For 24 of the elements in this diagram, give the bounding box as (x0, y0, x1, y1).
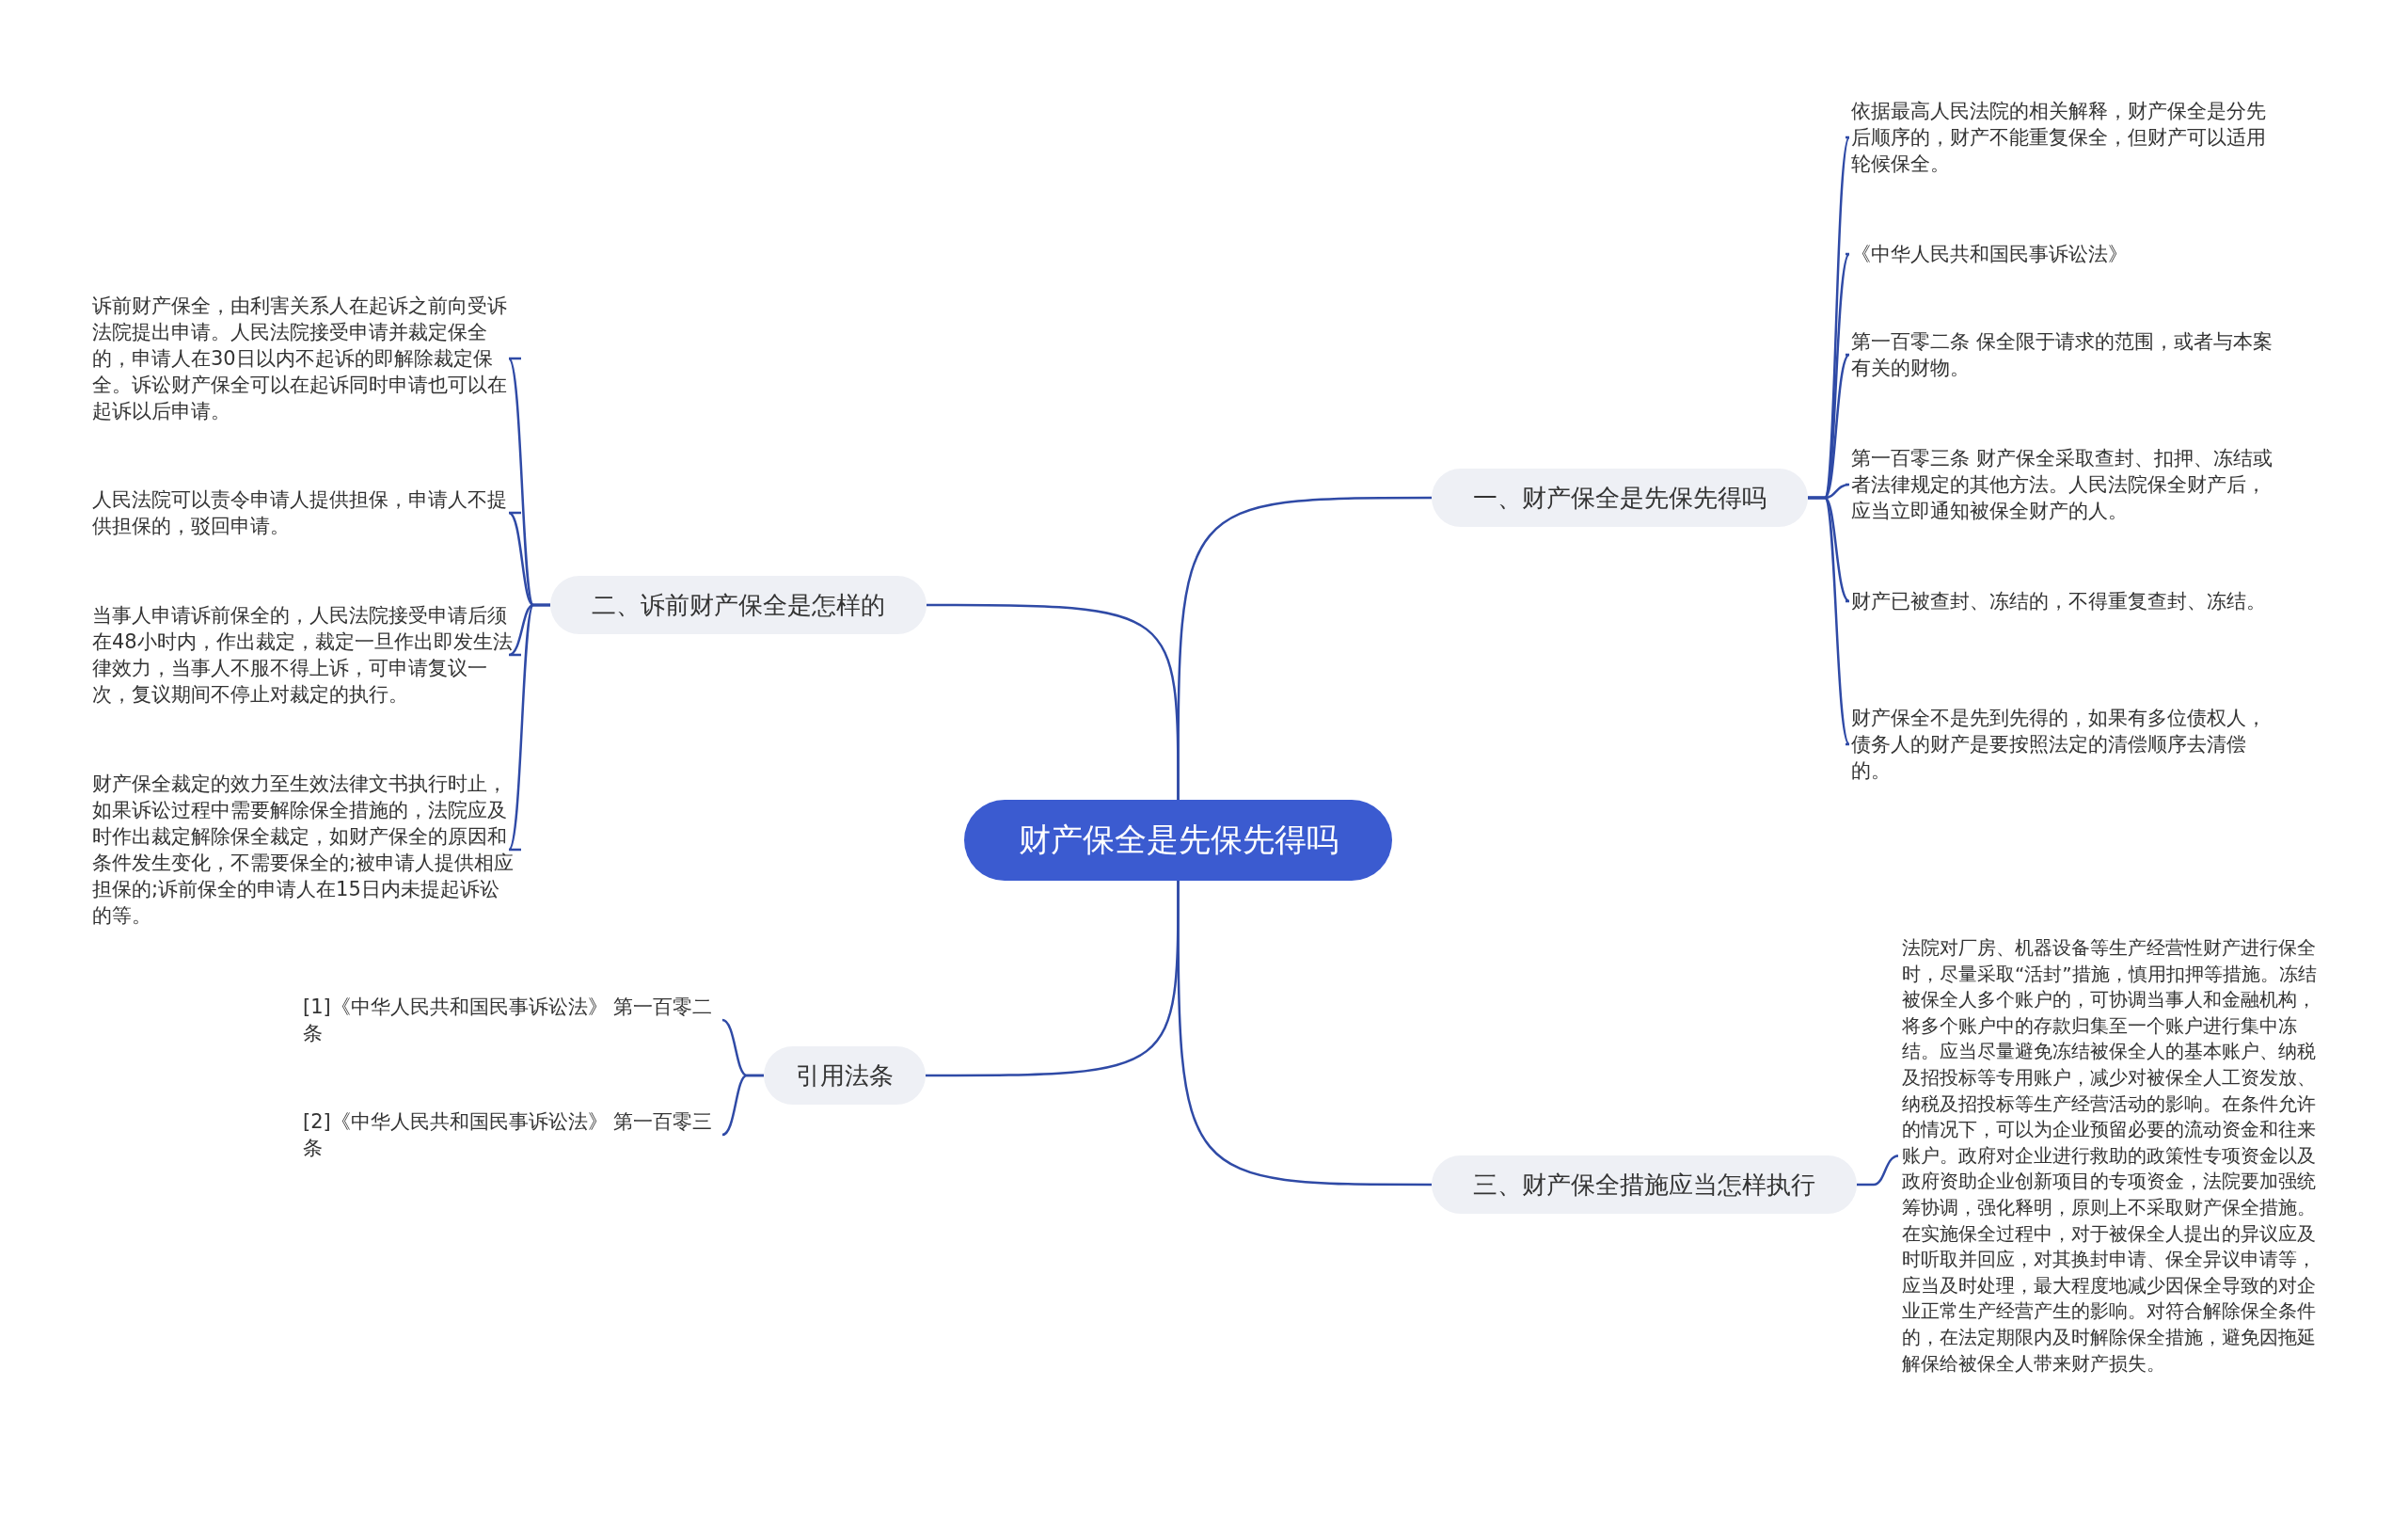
branch-topic: 三、财产保全措施应当怎样执行 (1432, 1155, 1857, 1214)
branch-topic: 一、财产保全是先保先得吗 (1432, 469, 1808, 527)
connector-line (721, 1074, 764, 1137)
topic-text: 第一百零三条 财产保全采取查封、扣押、冻结或者法律规定的其他方法。人民法院保全财产后，应当立即通知被保全财产的人。 (1851, 445, 2284, 524)
topic-text: [1]《中华人民共和国民事诉讼法》 第一百零二条 (303, 994, 717, 1046)
central-topic: 财产保全是先保先得吗 (964, 800, 1392, 881)
topic-text: 第一百零二条 保全限于请求的范围，或者与本案有关的财物。 (1851, 328, 2284, 381)
topic-text: 法院对厂房、机器设备等生产经营性财产进行保全时，尽量采取“活封”措施，慎用扣押等措施。冻结被保全人多个账户的，可协调当事人和金融机构，将多个账户中的存款归集至一个账户进行集中冻结。应当尽量避免冻结被保全人的基本账户、纳税及招投标等专用账户，减少对被保全人工资发放、纳税及招投标等生产经营活动的影响。在条件允许的情况下，可以为企业预留必要的流动资金和往来账户。政府对企业进行救助的政策性专项资金以及政府资助企业创新项目的专项资金，法院要加强统筹协调，强化释明，原则上不采取财产保全措施。在实施保全过程中，对于被保全人提出的异议应及时听取并回应，对其换封申请、保全异议申请等，应当及时处理，最大程度地减少因保全导致的对企业正常生产经营产生的影响。对符合解除保全条件的，在法定期限内及时解除保全措施，避免因拖延解保给被保全人带来财产损失。 (1902, 935, 2325, 1378)
connector-line (1857, 1155, 1900, 1187)
connector-line (927, 603, 1180, 800)
topic-text: 财产保全不是先到先得的，如果有多位债权人，债务人的财产是要按照法定的清偿顺序去清偿的。 (1851, 705, 2284, 784)
topic-text: 诉前财产保全，由利害关系人在起诉之前向受诉法院提出申请。人民法院接受申请并裁定保全的，申请人在30日以内不起诉的即解除裁定保全。诉讼财产保全可以在起诉同时申请也可以在起诉以后申请。 (92, 293, 515, 424)
topic-text: 《中华人民共和国民事诉讼法》 (1851, 241, 2284, 267)
topic-text: 财产已被查封、冻结的，不得重复查封、冻结。 (1851, 588, 2284, 614)
connector-line (507, 603, 550, 852)
topic-text: 当事人申请诉前保全的，人民法院接受申请后须在48小时内，作出裁定，裁定一旦作出即发生法律效力，当事人不服不得上诉，可申请复议一次，复议期间不停止对裁定的执行。 (92, 602, 515, 708)
branch-topic: 二、诉前财产保全是怎样的 (550, 576, 927, 634)
topic-text: 财产保全裁定的效力至生效法律文书执行时止，如果诉讼过程中需要解除保全措施的，法院应及时作出裁定解除保全裁定，如财产保全的原因和条件发生变化，不需要保全的;被申请人提供相应担保的;诉前保全的申请人在15日内未提起诉讼的等。 (92, 771, 515, 929)
connector-line (1808, 496, 1851, 746)
topic-text: 人民法院可以责令申请人提供担保，申请人不提供担保的，驳回申请。 (92, 486, 515, 539)
branch-topic: 引用法条 (764, 1046, 926, 1105)
topic-text: 依据最高人民法院的相关解释，财产保全是分先后顺序的，财产不能重复保全，但财产可以适用轮候保全。 (1851, 98, 2284, 177)
connector-line (1177, 881, 1432, 1187)
topic-text: [2]《中华人民共和国民事诉讼法》 第一百零三条 (303, 1108, 717, 1161)
